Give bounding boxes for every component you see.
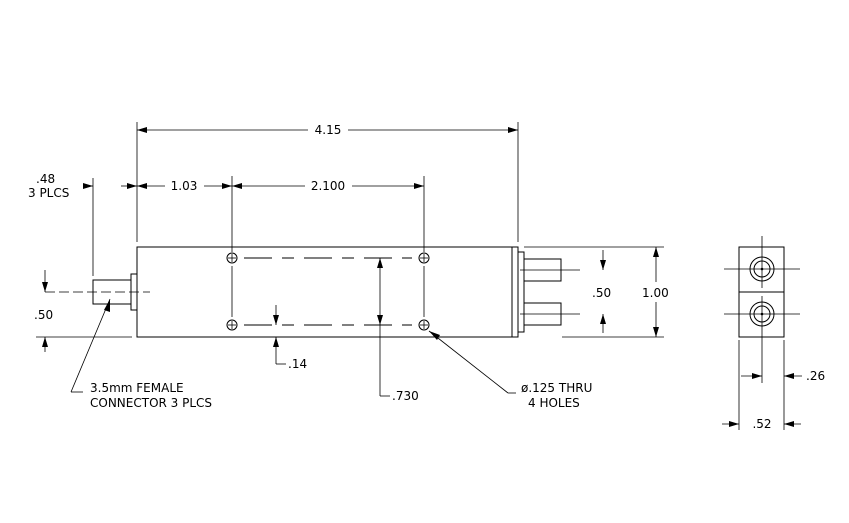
dim-hole-spacing-vertical-label: .730: [392, 389, 419, 403]
dim-end-view-hole-offset-label: .26: [806, 369, 825, 383]
right-connectors: [517, 251, 580, 333]
dim-overall-length: 4.15: [136, 122, 519, 242]
dim-left-to-hole: 1.03: [137, 176, 233, 252]
left-connector: [45, 273, 150, 311]
hole-top-right: [418, 252, 430, 264]
dim-hole-spacing-horizontal: 2.100: [232, 176, 425, 252]
callout-connector: 3.5mm FEMALE CONNECTOR 3 PLCS: [70, 298, 212, 410]
dim-overall-length-label: 4.15: [315, 123, 342, 137]
dim-end-view-width-label: .52: [752, 417, 771, 431]
dim-connector-length-label-1: .48: [36, 172, 55, 186]
dim-connector-length-label-2: 3 PLCS: [28, 186, 69, 200]
dim-hole-offset-bottom: .14: [273, 305, 307, 371]
dim-hole-spacing-horizontal-label: 2.100: [311, 179, 345, 193]
dim-connector-offset-label: .50: [34, 308, 53, 322]
dim-overall-height: 1.00: [524, 246, 669, 338]
callout-connector-line2: CONNECTOR 3 PLCS: [90, 396, 212, 410]
callout-holes-line1: ø.125 THRU: [521, 381, 592, 395]
dim-connector-spacing-label: .50: [592, 286, 611, 300]
end-view-connector-bottom: [724, 296, 800, 383]
dim-overall-height-label: 1.00: [642, 286, 669, 300]
mounting-holes: [226, 252, 430, 331]
end-view-connector-top: [724, 236, 800, 288]
main-body: [136, 246, 519, 338]
hole-bottom-right: [418, 319, 430, 331]
dim-left-to-hole-label: 1.03: [171, 179, 198, 193]
dim-connector-offset: .50: [34, 270, 132, 352]
hole-bottom-left: [226, 319, 238, 331]
end-view: [724, 236, 800, 383]
hole-top-left: [226, 252, 238, 264]
dim-end-view-hole-offset: .26: [741, 340, 825, 430]
dim-hole-offset-bottom-label: .14: [288, 357, 307, 371]
dim-connector-spacing: .50: [592, 250, 611, 333]
dim-end-view-width: .52: [722, 340, 801, 431]
callout-holes-line2: 4 HOLES: [528, 396, 580, 410]
callout-holes: ø.125 THRU 4 HOLES: [428, 330, 592, 410]
dim-hole-spacing-vertical: .730: [377, 258, 419, 403]
dim-connector-length: .48 3 PLCS: [28, 172, 137, 276]
callout-connector-line1: 3.5mm FEMALE: [90, 381, 184, 395]
